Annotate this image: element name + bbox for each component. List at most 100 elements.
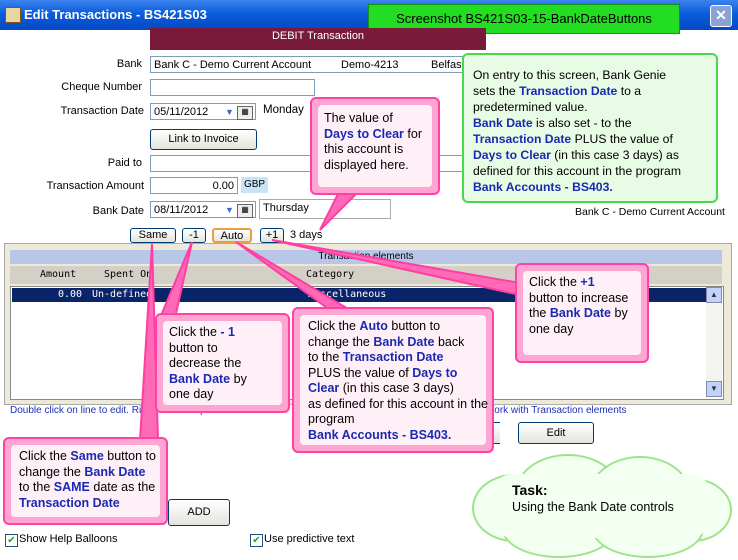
info-highlight: Days to Clear [473, 148, 551, 162]
add-button[interactable]: ADD [168, 499, 230, 526]
callout-highlight: Bank Date [373, 334, 435, 349]
dropdown-arrow-icon[interactable]: ▼ [225, 205, 234, 215]
callout-text: as defined for this account in the [308, 396, 488, 411]
auto-button[interactable]: Auto [212, 228, 252, 243]
callout-highlight: Bank Accounts - BS403. [308, 427, 452, 442]
callout-text: date as the [93, 480, 156, 494]
callout-text: this account is [324, 142, 404, 156]
callout-highlight: Bank Date [84, 464, 146, 479]
callout-highlight: Clear [308, 381, 340, 395]
callout-highlight: Bank Date [169, 371, 231, 386]
bank-location: Belfast [431, 59, 465, 71]
currency-badge: GBP [241, 177, 268, 193]
transaction-date-value: 05/11/2012 [154, 106, 209, 118]
close-button[interactable]: ✕ [710, 5, 732, 27]
info-text: On entry to this screen, Bank Genie [473, 68, 667, 82]
callout-text: change the [308, 334, 370, 349]
row-amount: 0.00 [58, 289, 83, 300]
paid-to-label: Paid to [107, 157, 142, 169]
scroll-up-icon[interactable]: ▲ [706, 287, 722, 303]
callout-text: by [614, 306, 628, 320]
scroll-down-icon[interactable]: ▼ [706, 381, 722, 397]
window-title: Edit Transactions - BS421S03 [24, 7, 207, 22]
minus-one-button[interactable]: -1 [182, 228, 206, 243]
transaction-date-input[interactable]: 05/11/2012 ▼ ▦ [150, 103, 256, 120]
row-category: Miscellaneous [308, 289, 387, 300]
col-amount[interactable]: Amount [40, 269, 77, 280]
callout-highlight: Days to Clear [324, 126, 404, 141]
grid-hint-left: Double click on line to edit. Right clic… [10, 405, 227, 416]
same-button[interactable]: Same [130, 228, 176, 243]
col-spent-on[interactable]: Spent On [104, 269, 153, 280]
callout-text: decrease the [169, 356, 242, 370]
callout-minus-one: Click the - 1 button to decrease the Ban… [155, 313, 290, 413]
callout-text: for [407, 126, 422, 141]
callout-text: the [529, 306, 547, 320]
info-text: (in this case 3 days) as [554, 148, 679, 162]
cheque-number-label: Cheque Number [61, 81, 142, 93]
callout-highlight: Days to [412, 365, 458, 380]
info-text: sets the [473, 84, 516, 98]
bank-code: Demo-4213 [341, 59, 399, 71]
show-help-checkbox[interactable]: ✔ [5, 534, 18, 547]
pointer-days [319, 189, 363, 231]
transaction-day: Monday [263, 104, 304, 116]
calendar-icon[interactable]: ▦ [237, 204, 253, 218]
callout-text: (in this case 3 days) [342, 381, 454, 395]
callout-text: button to increase [529, 290, 629, 305]
callout-highlight: Auto [359, 319, 388, 333]
transaction-date-label: Transaction Date [60, 105, 144, 117]
show-help-label: Show Help Balloons [19, 533, 118, 545]
info-highlight: Bank Date [473, 116, 533, 130]
info-text: is also set - to the [536, 116, 632, 130]
info-text: defined for this account in the program [473, 164, 681, 178]
bank-date-value: 08/11/2012 [154, 204, 209, 216]
debit-transaction-header: DEBIT Transaction [150, 28, 486, 50]
bank-day: Thursday [263, 202, 309, 214]
info-text: to a [620, 84, 642, 98]
bank-date-input[interactable]: 08/11/2012 ▼ ▦ [150, 201, 256, 218]
transaction-amount-input[interactable]: 0.00 [150, 177, 238, 194]
callout-text: Click the [529, 275, 577, 289]
callout-text: one day [529, 321, 574, 336]
bank-date-label: Bank Date [92, 205, 144, 217]
dropdown-arrow-icon[interactable]: ▼ [225, 107, 234, 117]
callout-text: button to [169, 340, 218, 355]
callout-text: The value of [324, 111, 393, 125]
callout-highlight: Bank Date [549, 306, 612, 320]
info-highlight: Transaction Date [473, 132, 572, 146]
callout-text: program [308, 412, 355, 426]
cheque-number-input[interactable] [150, 79, 315, 96]
callout-same: Click the Same button to change the Bank… [3, 437, 168, 525]
task-cloud: Task: Using the Bank Date controls [462, 450, 734, 558]
col-category[interactable]: Category [306, 269, 355, 280]
bank-field[interactable]: Bank C - Demo Current Account Demo-4213 … [150, 56, 470, 73]
callout-text: displayed here. [324, 157, 409, 172]
callout-plus-one: Click the +1 button to increase the Bank… [515, 263, 649, 363]
calendar-icon[interactable]: ▦ [237, 106, 253, 120]
callout-auto: Click the Auto button to change the Bank… [292, 307, 494, 453]
predictive-text-checkbox[interactable]: ✔ [250, 534, 263, 547]
plus-one-button[interactable]: +1 [260, 228, 284, 243]
callout-text: to the [308, 350, 340, 364]
edit-button[interactable]: Edit [518, 422, 594, 444]
info-text: PLUS the value of [574, 132, 673, 146]
link-to-invoice-button[interactable]: Link to Invoice [150, 129, 257, 150]
callout-text: PLUS the value of [308, 365, 409, 380]
account-name: Bank C - Demo Current Account [575, 206, 725, 218]
transaction-amount-label: Transaction Amount [46, 180, 144, 192]
days-to-clear: 3 days [290, 229, 323, 241]
task-text: Using the Bank Date controls [512, 500, 674, 514]
callout-text: back [437, 334, 465, 349]
grid-scrollbar[interactable]: ▲ ▼ [706, 287, 722, 397]
callout-highlight: Transaction Date [342, 350, 444, 364]
callout-text: to the [19, 480, 51, 494]
task-title: Task: [512, 482, 548, 498]
predictive-text-label: Use predictive text [264, 533, 355, 545]
app-icon [5, 7, 21, 23]
callout-highlight: +1 [580, 275, 595, 289]
callout-text: change the [19, 464, 81, 479]
bank-label: Bank [116, 58, 142, 70]
callout-highlight: SAME [53, 480, 90, 494]
callout-text: button to [391, 319, 441, 333]
